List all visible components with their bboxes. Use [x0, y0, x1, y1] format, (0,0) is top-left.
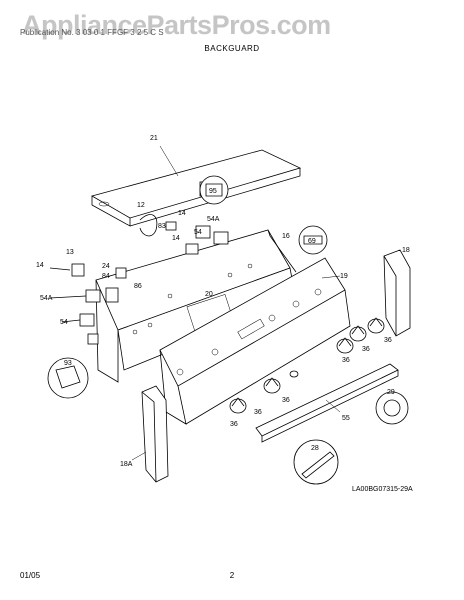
- callout-95: 95: [209, 188, 217, 195]
- detail-circle-28: [293, 439, 339, 485]
- callout-29: 29: [387, 389, 395, 396]
- callout-54a2: 54A: [40, 295, 53, 302]
- callout-83: 83: [158, 223, 166, 230]
- component-cluster: [49, 181, 229, 345]
- bottom-trim-part: [255, 363, 399, 443]
- callout-93: 93: [64, 360, 72, 367]
- backguard-panel-part: [95, 229, 297, 383]
- callout-36f: 36: [230, 421, 238, 428]
- drawing-code: LA00BG07315-29A: [352, 486, 413, 493]
- callout-84: 84: [102, 273, 110, 280]
- publication-header: Publication No. 3 03 0 1 FFGF 3 2 5 C S: [20, 28, 164, 37]
- control-panel-part: [159, 257, 351, 425]
- knob-part: [367, 317, 385, 334]
- section-title: BACKGUARD: [204, 44, 260, 53]
- callout-14a: 14: [178, 210, 186, 217]
- callout-54b: 54: [60, 319, 68, 326]
- callout-12: 12: [137, 202, 145, 209]
- detail-circle-29: [375, 391, 409, 425]
- detail-circle-69: [298, 225, 328, 255]
- callout-14b: 14: [172, 235, 180, 242]
- knob-group: [229, 317, 385, 414]
- callout-36c: 36: [342, 357, 350, 364]
- detail-circle-95: [199, 175, 229, 205]
- callout-18: 18: [402, 247, 410, 254]
- callout-19: 19: [340, 273, 348, 280]
- callout-54: 54: [194, 229, 202, 236]
- callout-36d: 36: [282, 397, 290, 404]
- callout-28: 28: [311, 445, 319, 452]
- knob-part: [349, 325, 367, 342]
- knob-part: [263, 377, 281, 394]
- site-watermark: AppliancePartsPros.com: [22, 10, 331, 40]
- knob-part: [289, 370, 299, 378]
- knob-part: [229, 397, 247, 414]
- knob-part: [336, 337, 354, 354]
- callout-16: 16: [282, 233, 290, 240]
- callout-36e: 36: [254, 409, 262, 416]
- callout-24: 24: [102, 263, 110, 270]
- top-trim-part: [90, 149, 302, 227]
- part-callouts: 21 95 12 14 54A 83 54 14 16 69 18 13 24 …: [36, 135, 413, 493]
- callout-54a: 54A: [207, 216, 220, 223]
- footer-page-number: 2: [229, 571, 235, 580]
- callout-55: 55: [342, 415, 350, 422]
- detail-circle-93: [47, 357, 89, 399]
- right-side-trim-part: [383, 249, 411, 337]
- callout-36a: 36: [384, 337, 392, 344]
- callout-18a: 18A: [120, 461, 133, 468]
- callout-20: 20: [205, 291, 213, 298]
- callout-86: 86: [134, 283, 142, 290]
- callout-69: 69: [308, 238, 316, 245]
- callout-36b: 36: [362, 346, 370, 353]
- footer-date: 01/05: [20, 571, 41, 580]
- left-side-trim-part: [141, 385, 169, 483]
- callout-21: 21: [150, 135, 158, 142]
- callout-14c: 14: [36, 262, 44, 269]
- callout-13: 13: [66, 249, 74, 256]
